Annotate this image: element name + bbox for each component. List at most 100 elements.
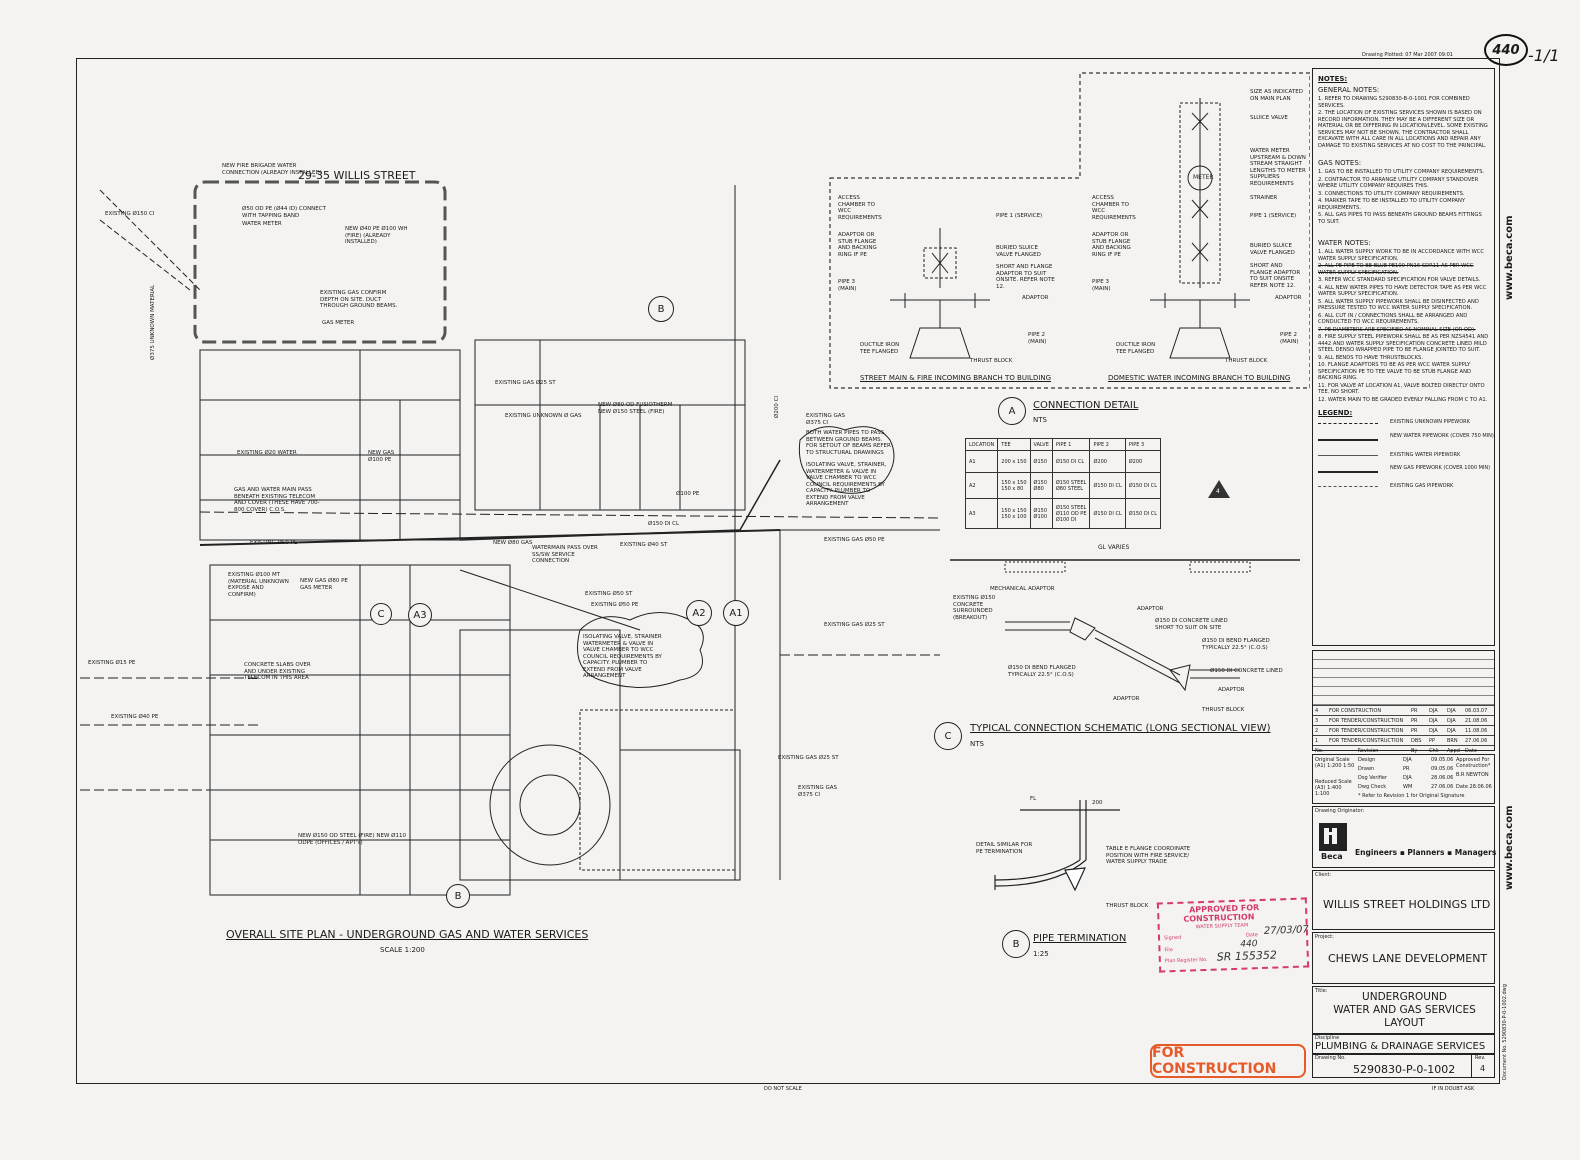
table-cell: Ø150 DI CL bbox=[1089, 498, 1126, 529]
site-plan-title: OVERALL SITE PLAN - UNDERGROUND GAS AND … bbox=[226, 928, 589, 941]
site-plan-scale: SCALE 1:200 bbox=[380, 946, 425, 954]
water-note: 9. ALL BENDS TO HAVE THRUSTBLOCKS. bbox=[1318, 354, 1423, 361]
stamp-line3: WATER SUPPLY TEAM bbox=[1195, 922, 1249, 931]
street-main-title: STREET MAIN & FIRE INCOMING BRANCH TO BU… bbox=[860, 374, 1052, 382]
pipe-termination-title: PIPE TERMINATION bbox=[1033, 933, 1127, 944]
notes-title: NOTES: bbox=[1318, 75, 1348, 83]
sheet-number: 440 bbox=[1492, 42, 1520, 58]
discipline-label: Discipline bbox=[1315, 1035, 1340, 1041]
thrust-block-label-right: THRUST BLOCK bbox=[1225, 358, 1268, 364]
rev-by: PR bbox=[1411, 707, 1418, 714]
design-by: DJA bbox=[1403, 757, 1412, 763]
existing-100mt-label: EXISTING Ø100 MT (MATERIAL UNKNOWN EXPOS… bbox=[228, 572, 289, 598]
table-cell: Ø150 STEEL Ø110 OD PE Ø100 DI bbox=[1051, 498, 1091, 529]
rev-header-date: Date bbox=[1465, 747, 1477, 754]
new-80-gas-label: NEW Ø80 GAS bbox=[493, 540, 533, 546]
originator-label: Drawing Originator: bbox=[1315, 808, 1365, 814]
pe100-label: Ø100 PE bbox=[676, 491, 700, 497]
section-marker-a3: A3 bbox=[408, 603, 432, 627]
drawn-by: PR bbox=[1403, 766, 1410, 772]
detail-a-marker: A bbox=[998, 397, 1026, 425]
rev-header-chk: Chk bbox=[1429, 747, 1439, 754]
connection-table-header: LOCATION TEE VALVE PIPE 1 PIPE 2 PIPE 3 bbox=[964, 438, 1162, 451]
water-note: 4. ALL NEW WATER PIPES TO HAVE DETECTOR … bbox=[1318, 284, 1487, 298]
table-cell: Ø200 bbox=[1124, 450, 1162, 473]
adaptor-c-right: ADAPTOR bbox=[1218, 687, 1245, 693]
rev-no: 3 bbox=[1315, 717, 1319, 724]
rev-header-no: No. bbox=[1315, 747, 1324, 754]
watermain-pass-label: WATERMAIN PASS OVER SS/SW SERVICE CONNEC… bbox=[532, 545, 598, 564]
strainer-label: STRAINER bbox=[1250, 195, 1278, 201]
pipe2-label-right: PIPE 2 (MAIN) bbox=[1280, 332, 1299, 345]
table-cell: Ø150 DI CL bbox=[1051, 450, 1091, 473]
pipe1-label-right: PIPE 1 (SERVICE) bbox=[1250, 213, 1297, 219]
rev-desc: FOR TENDER/CONSTRUCTION bbox=[1329, 717, 1404, 724]
detail-c-letter: C bbox=[944, 730, 952, 742]
client-block: Client: WILLIS STREET HOLDINGS LTD bbox=[1312, 870, 1495, 930]
beca-logo-icon bbox=[1319, 823, 1347, 851]
ci150-label: Ø150 DI CL bbox=[648, 521, 680, 527]
water-meter-upstream-label: WATER METER UPSTREAM & DOWN STREAM STRAI… bbox=[1250, 148, 1306, 187]
table-cell: Ø200 bbox=[1089, 450, 1126, 473]
existing-gas-375-label: EXISTING GAS Ø375 CI bbox=[806, 413, 845, 426]
table-cell: 200 x 150 bbox=[997, 450, 1031, 473]
adaptor-label-right: ADAPTOR bbox=[1275, 295, 1302, 301]
design-label: Design bbox=[1358, 757, 1376, 763]
section-marker-b-bottom-letter: B bbox=[454, 890, 462, 902]
pipe-termination-scale: 1:25 bbox=[1033, 950, 1049, 958]
legend-line-existing-water bbox=[1318, 455, 1378, 456]
connection-detail-title: CONNECTION DETAIL bbox=[1033, 400, 1139, 411]
existing-gas-25-label: EXISTING GAS Ø25 ST bbox=[495, 380, 556, 386]
approved-by: B.R NEWTON bbox=[1456, 772, 1489, 778]
legend-label: NEW WATER PIPEWORK (COVER 750 MIN) bbox=[1390, 433, 1494, 439]
rev-by: PR bbox=[1411, 717, 1418, 724]
short-adaptor-label-right: SHORT AND FLANGE ADAPTOR TO SUIT ONSITE … bbox=[1250, 263, 1301, 289]
stamp-date: 27/03/07 bbox=[1263, 924, 1309, 937]
thrust-block-b: THRUST BLOCK bbox=[1106, 903, 1149, 909]
detail-a-letter: A bbox=[1008, 405, 1016, 417]
table-cell: Ø150 STEEL Ø80 STEEL bbox=[1051, 472, 1091, 499]
water-meter-label: WATER METER bbox=[242, 221, 282, 227]
design-date: 09.05.06 bbox=[1431, 757, 1454, 763]
di-bend-lower: Ø150 DI BEND FLANGED TYPICALLY 22.5° (C.… bbox=[1008, 665, 1076, 678]
dimension-200: 200 bbox=[1092, 800, 1103, 806]
size-indicated-label: SIZE AS INDICATED ON MAIN PLAN bbox=[1250, 89, 1303, 102]
rev-no: 2 bbox=[1315, 727, 1319, 734]
gas-confirm-label: EXISTING GAS CONFIRM DEPTH ON SITE. DUCT… bbox=[320, 290, 398, 309]
pipe2-label-left: PIPE 2 (MAIN) bbox=[1028, 332, 1047, 345]
rev-number: 4 bbox=[1480, 1064, 1486, 1073]
water-note: 3. REFER WCC STANDARD SPECIFICATION FOR … bbox=[1318, 277, 1481, 283]
existing-50pe-label-2: EXISTING Ø50 PE bbox=[591, 602, 639, 608]
new-80-label: NEW Ø80 OD FUSIOTHERM NEW Ø150 STEEL (FI… bbox=[598, 402, 673, 415]
existing-gas-25st-label-b: EXISTING GAS Ø25 ST bbox=[778, 755, 839, 761]
legend-line-new-gas bbox=[1318, 471, 1378, 473]
legend-label: NEW GAS PIPEWORK (COVER 1000 MIN) bbox=[1390, 465, 1491, 471]
rev-no: 1 bbox=[1315, 737, 1319, 744]
notes-panel: NOTES: GENERAL NOTES: 1. REFER TO DRAWIN… bbox=[1312, 68, 1495, 646]
existing-40pe-label: EXISTING Ø40 PE bbox=[111, 714, 159, 720]
drawing-frame bbox=[76, 58, 1500, 1084]
approval-date: Date 28.06.06 bbox=[1456, 784, 1492, 790]
sheet-suffix: -1/1 bbox=[1528, 46, 1560, 65]
approved-label: Approved For Construction* bbox=[1456, 757, 1491, 769]
verifier-date: 28.06.06 bbox=[1431, 775, 1454, 781]
table-cell: Ø150 DI CL bbox=[1124, 472, 1162, 499]
client-name: WILLIS STREET HOLDINGS LTD bbox=[1323, 898, 1491, 911]
water-note: 2. ALL PE PIPE TO BE BLUE PE100 PN16 SDR… bbox=[1318, 263, 1474, 276]
water-note: 12. WATER MAIN TO BE GRADED EVENLY FALLI… bbox=[1318, 396, 1488, 403]
do-not-scale: DO NOT SCALE bbox=[764, 1086, 802, 1092]
rev-label: Rev. bbox=[1475, 1055, 1486, 1061]
pipe-termination-drawing bbox=[994, 800, 1120, 892]
existing-unknown-gas-label: EXISTING UNKNOWN Ø GAS bbox=[505, 413, 582, 419]
street-name: 29-35 WILLIS STREET bbox=[298, 169, 416, 182]
pipe1-label-left: PIPE 1 (SERVICE) bbox=[996, 213, 1043, 219]
section-marker-a2-text: A2 bbox=[692, 607, 706, 619]
existing-gas-375ci-label: EXISTING GAS Ø375 CI bbox=[798, 785, 837, 798]
rev-chk: DJA bbox=[1429, 707, 1438, 714]
stamp-signed-label: Signed bbox=[1163, 934, 1182, 942]
existing-gas-50pe-label: EXISTING GAS Ø50 PE bbox=[824, 537, 885, 543]
connection-schematic-drawing bbox=[950, 559, 1300, 692]
access-chamber-label-right: ACCESS CHAMBER TO WCC REQUIREMENTS bbox=[1092, 195, 1136, 221]
